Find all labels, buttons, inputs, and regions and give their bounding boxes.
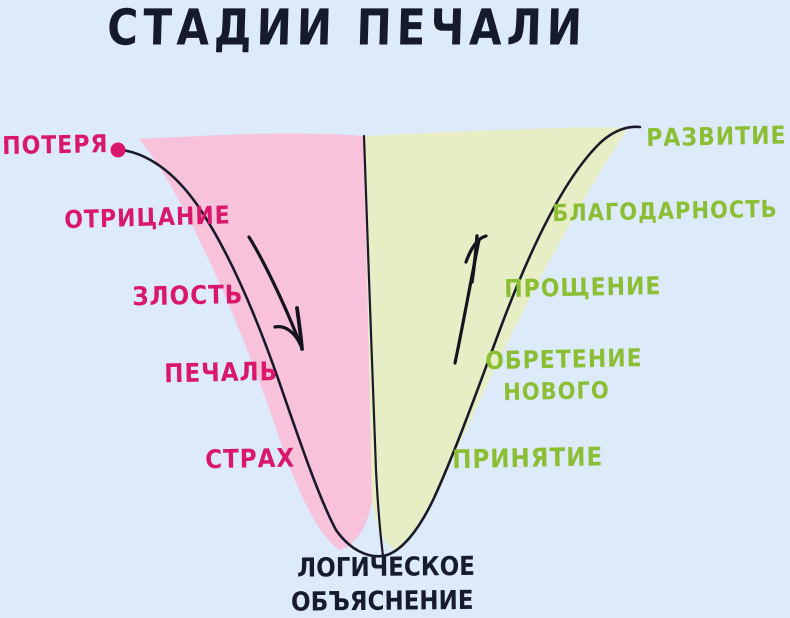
right-funnel-outline: [381, 125, 642, 558]
stage-label-anger: ЗЛОСТЬ: [131, 280, 244, 312]
stage-label-finding-new-line1: ОБРЕТЕНИЕ: [484, 344, 643, 376]
arrow-up-icon: [453, 234, 488, 365]
bottom-label-line2: ОБЪЯСНЕНИЕ: [290, 586, 474, 618]
stage-label-forgiveness: ПРОЩЕНИЕ: [503, 272, 662, 304]
center-divider-line: [362, 134, 385, 558]
start-dot-marker: [110, 142, 126, 158]
pink-funnel-half: [139, 133, 372, 550]
stage-label-denial: ОТРИЦАНИЕ: [63, 201, 232, 235]
stage-label-sadness: ПЕЧАЛЬ: [163, 357, 279, 389]
stage-label-fear: СТРАХ: [204, 444, 296, 475]
arrow-down-icon: [247, 235, 304, 351]
stage-label-loss: ПОТЕРЯ: [1, 130, 109, 161]
stage-label-gratitude: БЛАГОДАРНОСТЬ: [551, 195, 778, 227]
stage-label-acceptance: ПРИНЯТИЕ: [451, 442, 604, 475]
stage-label-finding-new-line2: НОВОГО: [502, 376, 610, 406]
left-funnel-outline: [120, 148, 385, 558]
page-title: СТАДИИ ПЕЧАЛИ: [106, 0, 588, 57]
bottom-label-line1: ЛОГИЧЕСКОЕ: [296, 552, 476, 584]
stage-label-growth: РАЗВИТИЕ: [645, 122, 787, 153]
